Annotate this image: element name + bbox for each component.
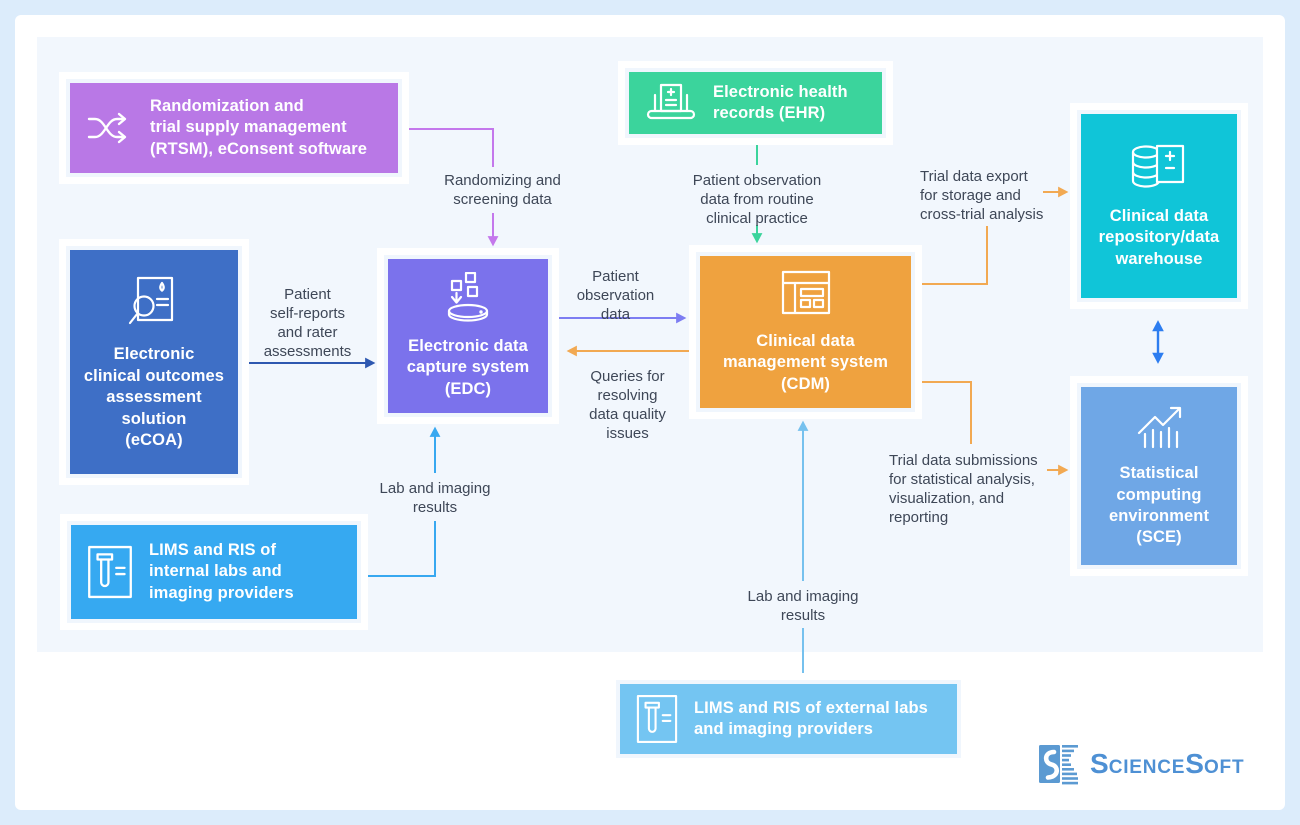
- node-cdm-label: Clinical data management system (CDM): [723, 331, 888, 393]
- cdm-dashboard-icon: [781, 270, 830, 314]
- node-repository-label: Clinical data repository/data warehouse: [1098, 206, 1220, 268]
- node-edc-frame: Electronic data capture system (EDC): [377, 248, 559, 424]
- node-sce: Statistical computing environment (SCE): [1081, 387, 1237, 565]
- node-ehr-label: Electronic health records (EHR): [713, 82, 848, 122]
- sciencesoft-logo-icon: [1039, 745, 1078, 785]
- wordmark-part2: OFT: [1203, 757, 1245, 778]
- edge-label-randomizing: Randomizing and screening data: [444, 172, 561, 208]
- node-lims-external: LIMS and RIS of external labs and imagin…: [620, 684, 957, 754]
- edge-label-edc-to-cdm: Patient observation data: [576, 268, 655, 323]
- node-rtsm-label: Randomization and trial supply managemen…: [150, 96, 368, 158]
- edge-label-lab-external: Lab and imaging results: [747, 588, 859, 624]
- edge-label-lab-internal: Lab and imaging results: [379, 480, 491, 516]
- node-ecoa-frame: Electronic clinical outcomes assessment …: [59, 239, 249, 485]
- wordmark-part1: CIENCE: [1108, 757, 1186, 778]
- edge-label-cdm-to-sce: Trial data submissions for statistical a…: [889, 452, 1038, 526]
- test-tube-icon: [636, 695, 678, 743]
- node-repository-frame: Clinical data repository/data warehouse: [1070, 103, 1248, 309]
- ecoa-report-magnifier-icon: [128, 277, 174, 325]
- edge-label-cdm-to-repository: Trial data export for storage and cross-…: [920, 168, 1044, 223]
- node-sce-frame: Statistical computing environment (SCE): [1070, 376, 1248, 576]
- node-ehr-frame: Electronic health records (EHR): [618, 61, 893, 145]
- node-lims-internal: LIMS and RIS of internal labs and imagin…: [71, 525, 357, 619]
- node-rtsm-frame: Randomization and trial supply managemen…: [59, 72, 409, 184]
- node-lims-internal-label: LIMS and RIS of internal labs and imagin…: [149, 540, 294, 602]
- test-tube-icon: [88, 545, 132, 599]
- node-sce-label: Statistical computing environment (SCE): [1108, 464, 1210, 547]
- node-repository: Clinical data repository/data warehouse: [1081, 114, 1237, 298]
- node-ecoa: Electronic clinical outcomes assessment …: [70, 250, 238, 474]
- sce-chart-growth-icon: [1137, 407, 1182, 449]
- repository-database-icon: [1131, 144, 1185, 188]
- edge-label-ecoa-to-edc: Patient self-reports and rater assessmen…: [263, 286, 352, 360]
- wordmark-s2: S: [1185, 748, 1204, 779]
- ehr-laptop-icon: [646, 83, 696, 120]
- node-lims-internal-frame: LIMS and RIS of internal labs and imagin…: [60, 514, 368, 630]
- edge-label-ehr-to-cdm: Patient observation data from routine cl…: [692, 172, 822, 227]
- edge-label-cdm-to-edc: Queries for resolving data quality issue…: [589, 368, 666, 442]
- node-rtsm: Randomization and trial supply managemen…: [70, 83, 398, 173]
- node-edc-label: Electronic data capture system (EDC): [406, 336, 530, 398]
- shuffle-icon: [87, 112, 127, 144]
- node-ecoa-label: Electronic clinical outcomes assessment …: [83, 345, 225, 450]
- node-lims-external-frame: LIMS and RIS of external labs and imagin…: [609, 673, 968, 765]
- edc-data-capture-icon: [447, 271, 489, 322]
- node-cdm: Clinical data management system (CDM): [700, 256, 911, 408]
- wordmark-s1: S: [1090, 748, 1109, 779]
- node-edc: Electronic data capture system (EDC): [388, 259, 548, 413]
- node-ehr: Electronic health records (EHR): [629, 72, 882, 134]
- node-lims-external-label: LIMS and RIS of external labs and imagin…: [694, 698, 928, 738]
- node-cdm-frame: Clinical data management system (CDM): [689, 245, 922, 419]
